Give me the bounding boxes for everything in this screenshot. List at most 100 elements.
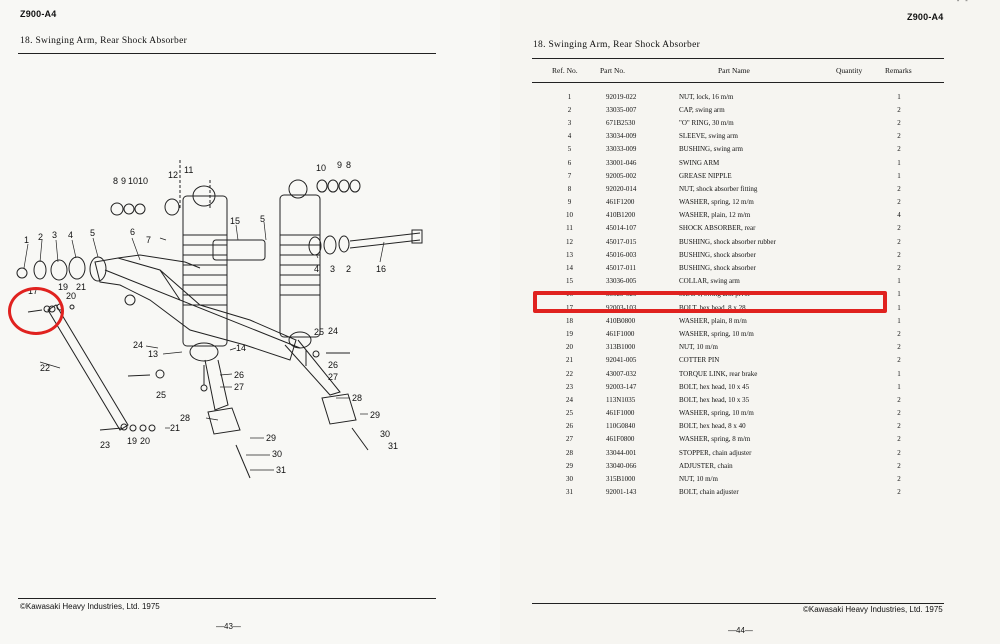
callout-9: 9	[121, 176, 126, 186]
callout-26: 26	[234, 370, 244, 380]
part-name-cell: BOLT, hex head, 8 x 40	[679, 422, 746, 431]
quantity-cell: 1	[897, 382, 901, 391]
remarks-cell	[929, 103, 967, 116]
part-name-cell: ADJUSTER, chain	[679, 461, 733, 470]
part-no-cell: 92020-014	[606, 184, 637, 193]
quantity-cell: 2	[897, 475, 901, 484]
quantity-cell: 1	[897, 277, 901, 286]
callout-27: 27	[328, 372, 338, 382]
remarks-cell	[929, 116, 967, 129]
ref-no-cell: 27	[566, 435, 573, 444]
remarks-cell	[929, 459, 967, 472]
col-quantity: Quantity	[836, 66, 863, 75]
table-header-rule	[532, 82, 944, 83]
callout-4: 4	[314, 264, 319, 274]
callout-28: 28	[352, 393, 362, 403]
callout-2: 2	[346, 264, 351, 274]
callout-20: 20	[140, 436, 150, 446]
callout-15: 15	[230, 216, 240, 226]
part-no-cell: 92019-022	[606, 92, 637, 101]
right-page: - - Z900-A4 18. Swinging Arm, Rear Shock…	[500, 0, 1000, 644]
ref-no-cell: 6	[567, 158, 572, 167]
part-name-cell: SLEEVE, swing arm	[679, 132, 738, 141]
callout-21: 21	[76, 282, 86, 292]
part-name-cell: STOPPER, chain adjuster	[679, 448, 752, 457]
part-name-cell: SWING ARM	[679, 158, 720, 167]
col-remarks: Remarks	[885, 66, 912, 75]
part-no-cell: 33033-009	[606, 145, 637, 154]
part-no-cell: 92041-005	[606, 356, 637, 365]
callout-31: 31	[388, 441, 398, 451]
part-no-cell: 45016-003	[606, 250, 637, 259]
callout-30: 30	[272, 449, 282, 459]
callout-25: 25	[156, 390, 166, 400]
remarks-cell	[929, 341, 967, 354]
red-circle-annotation	[8, 287, 64, 335]
remarks-cell	[929, 446, 967, 459]
chain-adjuster-left	[207, 407, 241, 435]
ref-no-cell: 5	[567, 145, 572, 154]
ref-no-cell: 31	[566, 488, 573, 497]
callout-22: 22	[40, 363, 50, 373]
remarks-cell	[929, 288, 967, 301]
callout-24: 24	[328, 326, 338, 336]
ref-no-cell: 3	[567, 118, 572, 127]
part-name-cell: BOLT, chain adjuster	[679, 488, 739, 497]
quantity-cell: 2	[897, 145, 901, 154]
callout-3: 3	[330, 264, 335, 274]
page-number: —43—	[216, 622, 241, 631]
remarks-cell	[929, 354, 967, 367]
part-no-cell: 461F0800	[606, 435, 635, 444]
callout-9: 9	[337, 160, 342, 170]
part-name-cell: NUT, shock absorber fitting	[679, 184, 758, 193]
header-rule	[18, 53, 436, 54]
part-no-cell: 45017-011	[606, 264, 637, 273]
scan-mark: - -	[956, 0, 969, 6]
quantity-cell: 2	[897, 329, 901, 338]
col-ref-no: Ref. No.	[552, 66, 578, 75]
remarks-cell	[929, 169, 967, 182]
quantity-cell: 1	[897, 290, 901, 299]
part-name-cell: BOLT, hex head, 10 x 45	[679, 382, 750, 391]
part-no-cell: 461F1200	[606, 198, 635, 207]
quantity-cell: 2	[897, 198, 901, 207]
part-name-cell: BUSHING, shock absorber	[679, 264, 756, 273]
exploded-diagram	[16, 160, 423, 479]
ref-no-cell: 10	[566, 211, 573, 220]
callout-24: 24	[133, 340, 143, 350]
model-code: Z900-A4	[907, 12, 944, 22]
shock-absorber-left	[179, 160, 228, 362]
part-no-cell: 45017-015	[606, 237, 637, 246]
ref-no-cell: 13	[566, 250, 573, 259]
quantity-cell: 2	[897, 435, 901, 444]
part-name-cell: GREASE NIPPLE	[679, 171, 732, 180]
quantity-cell: 2	[897, 409, 901, 418]
remarks-cell	[929, 209, 967, 222]
callout-14: 14	[236, 343, 246, 353]
page-number: —44—	[728, 626, 753, 635]
ref-no-cell: 15	[566, 277, 573, 286]
part-name-cell: WASHER, spring, 10 m/m	[679, 329, 754, 338]
remarks-cell	[929, 182, 967, 195]
ref-no-cell: 4	[567, 132, 572, 141]
remarks-cell	[929, 380, 967, 393]
quantity-cell: 1	[897, 92, 901, 101]
part-name-cell: WASHER, spring, 12 m/m	[679, 198, 754, 207]
quantity-cell: 4	[897, 211, 901, 220]
part-name-cell: NUT, 10 m/m	[679, 475, 718, 484]
collar-drawing	[212, 239, 266, 261]
part-name-cell: WASHER, plain, 8 m/m	[679, 316, 747, 325]
quantity-cell: 1	[897, 158, 901, 167]
part-name-cell: BOLT, hex head, 10 x 35	[679, 395, 750, 404]
quantity-cell: 2	[897, 264, 901, 273]
callout-3: 3	[52, 230, 57, 240]
ref-no-cell: 20	[566, 343, 573, 352]
remarks-cell	[929, 433, 967, 446]
remarks-cell	[929, 235, 967, 248]
ref-no-cell: 29	[566, 461, 573, 470]
